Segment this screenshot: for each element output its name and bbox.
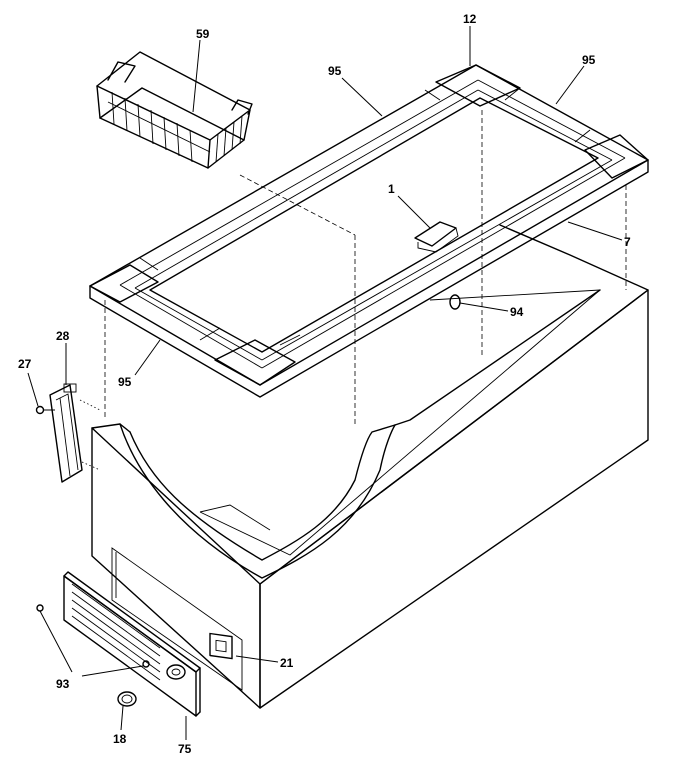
lid-gasket-frame bbox=[89, 64, 649, 425]
basket-handle bbox=[107, 61, 136, 83]
cabinet-side-face bbox=[259, 289, 649, 709]
compressor-recess bbox=[111, 547, 243, 691]
label-grille: 75 bbox=[178, 742, 192, 756]
label-basket: 59 bbox=[196, 27, 210, 41]
hinge-assembly bbox=[35, 383, 101, 483]
label-knob: 18 bbox=[113, 732, 127, 746]
label-hinge: 28 bbox=[56, 329, 70, 343]
frame-outer bbox=[89, 64, 649, 386]
wire-basket bbox=[96, 51, 253, 169]
cabinet-cutaway-curve bbox=[119, 423, 396, 579]
frame-inner-opening bbox=[149, 97, 599, 353]
label-control: 21 bbox=[280, 656, 294, 670]
label-liner-strip: 7 bbox=[624, 235, 631, 249]
cabinet-back-rim bbox=[394, 289, 601, 426]
frame-corner-right bbox=[584, 134, 649, 179]
temperature-control bbox=[209, 632, 233, 660]
grille-panel bbox=[63, 575, 197, 717]
front-grille bbox=[36, 571, 201, 717]
cabinet-front-face bbox=[91, 427, 261, 709]
liner-back-wall bbox=[199, 289, 601, 556]
label-gasket-bottom-left: 95 bbox=[118, 375, 132, 389]
label-gasket-left-top: 95 bbox=[328, 64, 342, 78]
frame-corner-left bbox=[89, 264, 159, 303]
label-handle: 1 bbox=[388, 182, 395, 196]
knob-hole bbox=[166, 664, 186, 680]
label-plug: 94 bbox=[510, 305, 524, 319]
part-labels: 59 12 95 95 1 7 94 95 28 27 21 93 18 75 bbox=[18, 12, 631, 756]
drain-plug bbox=[449, 294, 461, 310]
grille-screw-left bbox=[36, 604, 44, 612]
grille-screw-right bbox=[142, 660, 150, 668]
freezer-cabinet bbox=[91, 224, 649, 709]
leader-lines bbox=[27, 26, 623, 740]
hinge-plate bbox=[49, 384, 83, 483]
label-hinge-screw: 27 bbox=[18, 357, 32, 371]
label-frame-corner-top: 12 bbox=[463, 12, 477, 26]
label-gasket-right-top: 95 bbox=[582, 53, 596, 67]
frame-corner-bottom bbox=[214, 339, 296, 386]
hinge-screw bbox=[35, 405, 45, 415]
label-grille-screws: 93 bbox=[56, 677, 70, 691]
cabinet-top-rim bbox=[91, 423, 131, 433]
control-knob bbox=[117, 691, 137, 707]
